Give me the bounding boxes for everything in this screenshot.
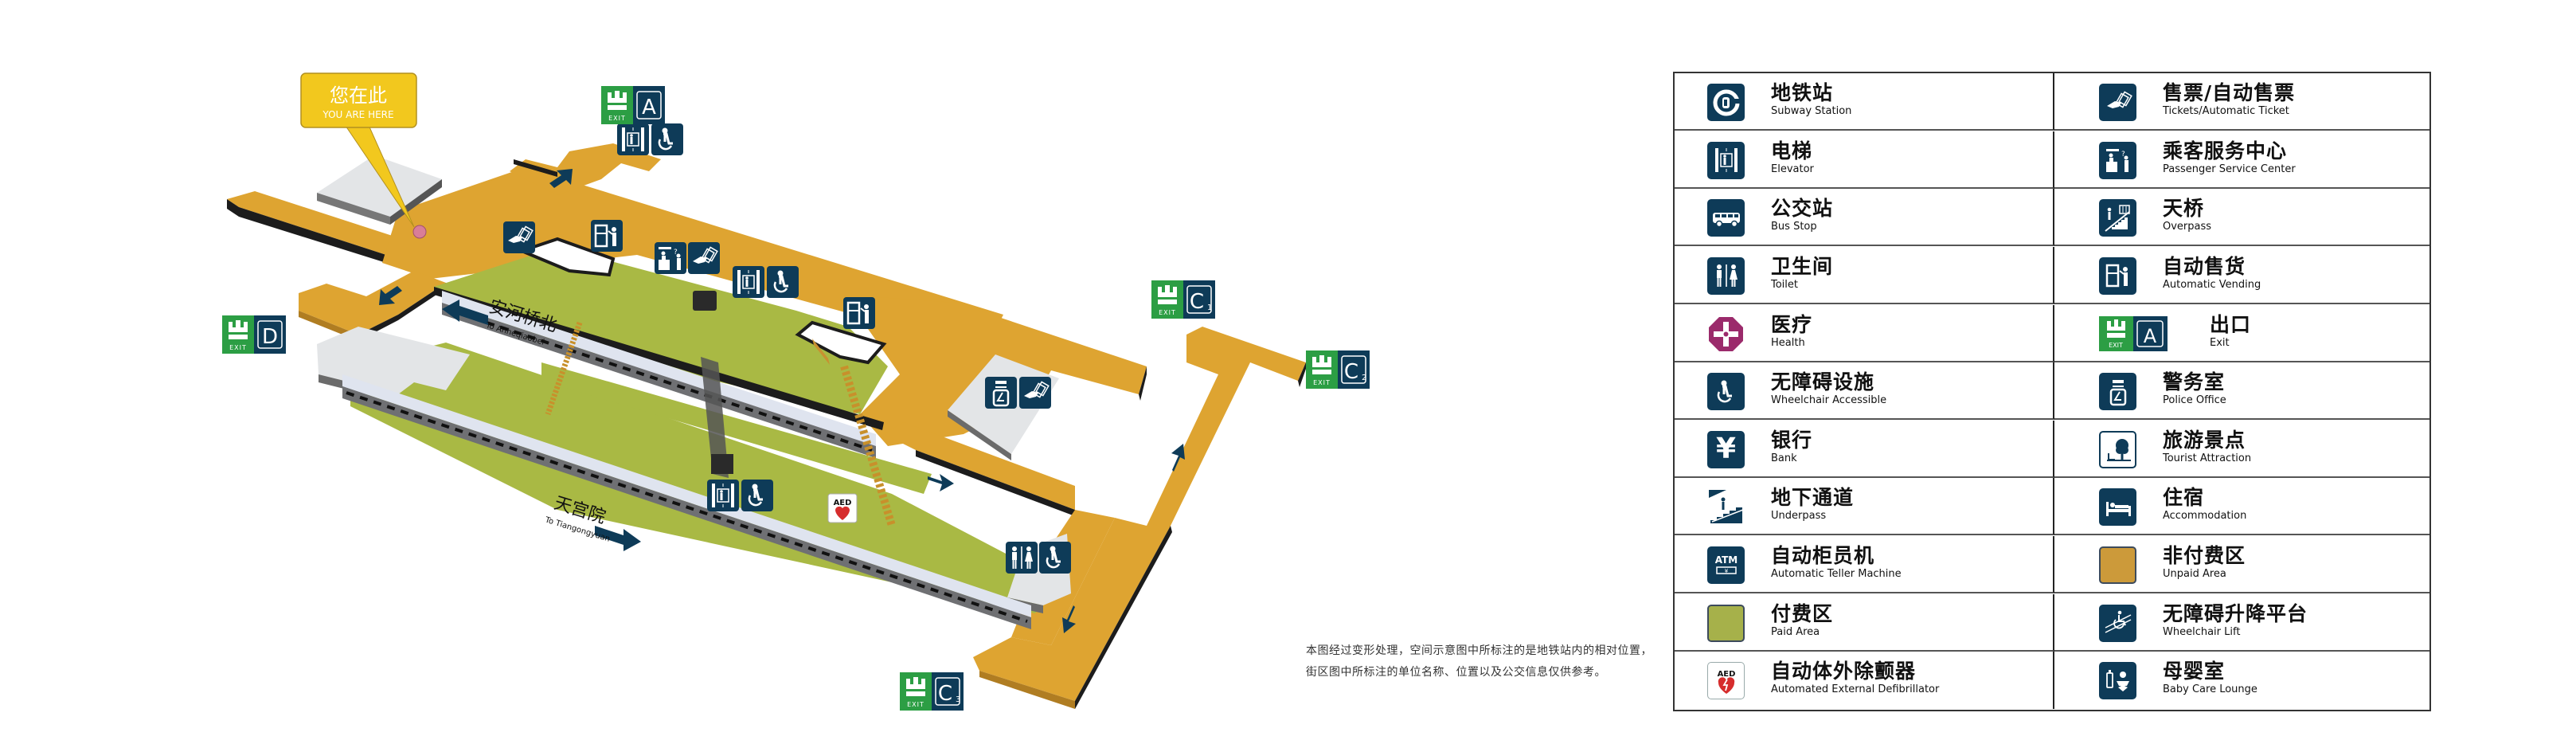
svg-text:AED: AED [1717,670,1735,679]
train-lower [342,374,1031,629]
map-exitA-elevator-icon [616,123,650,156]
exit-C3-badge: C 3 [900,672,964,711]
map-toilet-wheelchair-icon [1038,540,1073,575]
svg-text:A: A [642,96,656,119]
exit-C1-badge: C 1 [1151,280,1215,319]
accommodation-icon [2099,488,2136,527]
ticket-icon [2099,84,2136,121]
svg-text:D: D [262,325,278,349]
tourist-icon [2099,430,2136,468]
map-aed-icon: AED [827,493,858,523]
toilet-icon [1707,256,1745,295]
exit-D-badge: D [222,315,286,354]
map-wheelchair-icon [765,264,800,300]
underpass-icon [1707,488,1745,526]
exit-C2-badge: C 2 [1306,350,1370,389]
svg-text:¥: ¥ [1724,568,1728,574]
svg-text:YOU ARE HERE: YOU ARE HERE [322,109,393,120]
svg-text:AED: AED [834,499,852,507]
svg-text:C: C [1190,290,1204,314]
map-elevator-icon [732,265,765,299]
map-platform-elevator-icon [706,479,740,512]
service-center-icon [2099,141,2136,179]
exit-icon: EXIT A [2099,315,2168,353]
map-ticket-icon-3 [1018,376,1052,409]
paid-area-swatch [1707,604,1745,642]
map-platform-wheelchair-icon [740,478,775,513]
police-icon [2099,373,2136,411]
map-service-center-icon [655,242,686,274]
svg-text:3: 3 [956,695,960,704]
map-ticket-icon-2 [687,241,721,275]
wheelchair-lift-icon [2099,604,2136,642]
svg-text:ATM: ATM [1714,554,1737,566]
elevator-icon [1707,141,1745,179]
svg-text:C: C [1344,360,1358,384]
svg-text:EXIT: EXIT [2109,342,2123,349]
baby-care-icon [2099,662,2136,700]
train-upper [442,291,876,458]
exit-A-badge: A [601,86,665,124]
aed-icon: AED [1707,662,1745,700]
map-disclaimer: 本图经过变形处理，空间示意图中所标注的是地铁站内的相对位置，街区图中所标注的单位… [1306,644,1652,679]
overpass-icon [2099,199,2136,237]
map-ticket-icon [502,221,536,254]
map-vending-icon [589,218,624,253]
bus-icon [1707,199,1745,237]
atm-icon: ATM ¥ [1707,546,1745,585]
unpaid-area-swatch [2099,546,2136,585]
health-icon [1707,315,1745,353]
map-toilet-icon [1006,542,1038,574]
svg-text:您在此: 您在此 [330,84,387,107]
subway-icon [1707,84,1745,121]
you-are-here-callout: 您在此 YOU ARE HERE [300,72,427,239]
svg-text:A: A [2144,325,2157,347]
vending-icon [2099,256,2136,295]
bank-icon: ¥ [1707,430,1745,468]
station-map: ? EXIT [222,72,1370,711]
map-police-icon [983,375,1018,410]
wheelchair-icon [1707,373,1745,411]
svg-text:C: C [938,682,952,706]
svg-text:1: 1 [1207,303,1212,312]
map-vending-icon-2 [842,296,877,331]
map-exitA-wheelchair-icon [650,122,685,157]
svg-text:2: 2 [1362,374,1366,382]
